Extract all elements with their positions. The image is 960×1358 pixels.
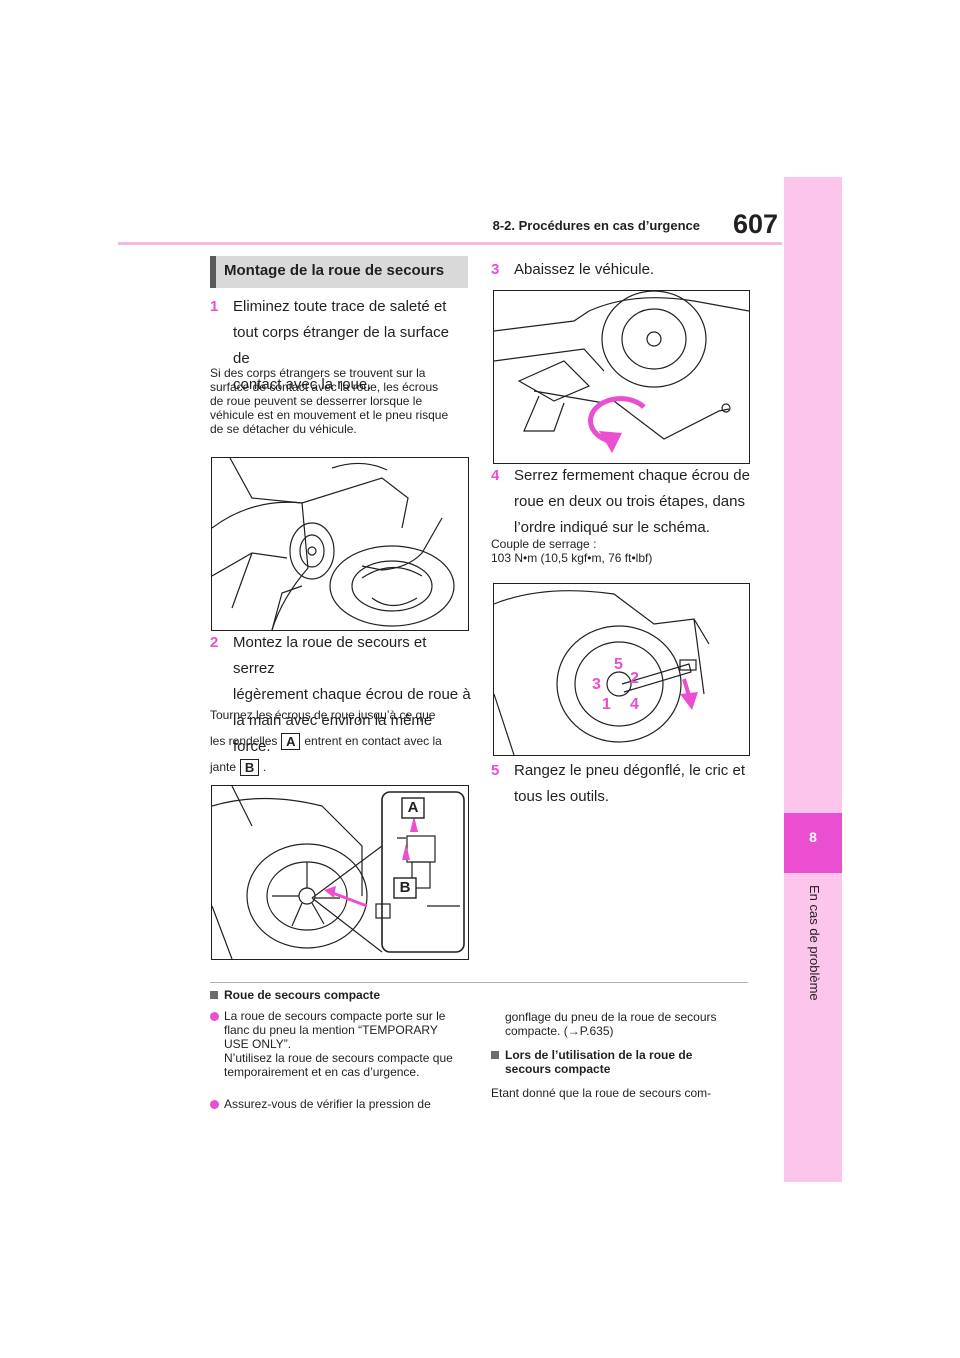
- bullet-line: Assurez-vous de vérifier la pression de: [224, 1097, 431, 1111]
- step-1: 1 Eliminez toute trace de saleté et tout…: [210, 294, 468, 393]
- step-2: 2 Montez la roue de secours et serrez lé…: [210, 630, 472, 755]
- label-b-box: B: [240, 759, 260, 777]
- note-text: entrent en contact avec la: [304, 734, 442, 748]
- notes-divider: [210, 982, 748, 983]
- step-4: 4 Serrez fermement chaque écrou de roue …: [491, 463, 753, 543]
- bullet-text: La roue de secours compacte porte sur le…: [224, 1009, 453, 1079]
- nut-order-label: 2: [630, 670, 639, 687]
- step-line: Montez la roue de secours et serrez: [233, 634, 427, 677]
- note-body-using-spare: Etant donné que la roue de secours com-: [491, 1086, 712, 1100]
- nut-order-label: 4: [630, 696, 639, 713]
- step-line: tout corps étranger de la surface de: [233, 324, 449, 367]
- note-bullet-pressure: Assurez-vous de vérifier la pression de: [210, 1097, 480, 1113]
- note-title-line: Lors de l’utilisation de la roue de: [505, 1048, 693, 1062]
- figure-lower-vehicle: [493, 290, 750, 464]
- note-line: de se détacher du véhicule.: [210, 422, 357, 436]
- step-line: contact avec la roue.: [233, 376, 372, 393]
- note-text: les rondelles: [210, 734, 278, 748]
- note-line: surface de contact avec la roue, les écr…: [210, 380, 439, 394]
- heading-text: Montage de la roue de secours: [224, 262, 445, 279]
- bullet-dot-icon: [210, 1012, 219, 1021]
- torque-value: 103 N•m (10,5 kgf•m, 76 ft•lbf): [491, 551, 653, 565]
- note-line: Tournez les écrous de roue jusqu’à ce qu…: [210, 708, 436, 722]
- step-line: tous les outils.: [514, 788, 610, 805]
- chapter-number: 8: [809, 829, 817, 845]
- square-bullet-icon: [210, 991, 218, 999]
- nut-order-label: 5: [614, 656, 623, 673]
- figure-label-b: B: [399, 879, 411, 896]
- bullet-line: USE ONLY”.: [224, 1037, 292, 1051]
- note-washers: Tournez les écrous de roue jusqu’à ce qu…: [210, 702, 472, 780]
- note-title: Roue de secours compacte: [224, 988, 381, 1002]
- step-3: 3 Abaissez le véhicule.: [491, 257, 751, 283]
- note-text: compacte. (→P.635): [505, 1024, 614, 1038]
- torque-label: Couple de serrage :: [491, 537, 597, 551]
- step-line: roue en deux ou trois étapes, dans: [514, 493, 745, 510]
- note-title: Lors de l’utilisation de la roue de seco…: [505, 1048, 692, 1076]
- step-number: 4: [491, 467, 500, 484]
- chapter-label: En cas de problème: [807, 885, 822, 1001]
- step-line: Serrez fermement chaque écrou de: [514, 467, 750, 484]
- step-5: 5 Rangez le pneu dégonflé, le cric et to…: [491, 758, 753, 812]
- bullet-line: temporairement et en cas d’urgence.: [224, 1065, 420, 1079]
- section-heading: Montage de la roue de secours: [210, 256, 468, 288]
- bullet-line: La roue de secours compacte porte sur le: [224, 1009, 446, 1023]
- note-text: .: [263, 760, 267, 774]
- step-number: 3: [491, 261, 500, 278]
- figure-label-a: A: [407, 799, 419, 816]
- step-line: l’ordre indiqué sur le schéma.: [514, 519, 710, 536]
- note-line: Si des corps étrangers se trouvent sur l…: [210, 366, 426, 380]
- note-foreign-objects: Si des corps étrangers se trouvent sur l…: [210, 366, 472, 436]
- figure-mount-wheel: A B: [211, 785, 469, 960]
- header-divider: [118, 242, 782, 245]
- step-line: Eliminez toute trace de saleté et: [233, 298, 447, 315]
- step-number: 1: [210, 298, 219, 315]
- step-text: Abaissez le véhicule.: [514, 257, 654, 283]
- note-title-using-spare: Lors de l’utilisation de la roue de seco…: [491, 1048, 753, 1078]
- figure-nut-order: 5 2 3 1 4: [493, 583, 750, 756]
- nut-order-label: 3: [592, 676, 601, 693]
- note-title-compact-spare: Roue de secours compacte: [210, 988, 480, 1004]
- label-a-box: A: [281, 733, 301, 751]
- note-line: véhicule est en mouvement et le pneu ris…: [210, 408, 449, 422]
- step-text: Rangez le pneu dégonflé, le cric et tous…: [514, 758, 745, 810]
- step-line: Abaissez le véhicule.: [514, 261, 655, 278]
- step-text: Eliminez toute trace de saleté et tout c…: [233, 294, 468, 398]
- step-line: la main avec environ la même force.: [233, 712, 433, 755]
- step-line: légèrement chaque écrou de roue à: [233, 686, 471, 703]
- step-text: Montez la roue de secours et serrez légè…: [233, 630, 472, 760]
- page-number: 607: [732, 209, 778, 239]
- chapter-tab-marker: [784, 813, 842, 873]
- step-line: Rangez le pneu dégonflé, le cric et: [514, 762, 745, 779]
- bullet-dot-icon: [210, 1100, 219, 1109]
- note-line: gonflage du pneu de la roue de secours: [505, 1010, 717, 1024]
- heading-bar: [210, 256, 216, 288]
- note-line: de roue peuvent se desserrer lorsque le: [210, 394, 423, 408]
- note-text: jante: [210, 760, 237, 774]
- square-bullet-icon: [491, 1051, 499, 1059]
- note-continued: gonflage du pneu de la roue de secours c…: [505, 1010, 755, 1038]
- nut-order-label: 1: [602, 696, 611, 713]
- note-line: compacte. (→P.635): [505, 1024, 755, 1038]
- torque-spec: Couple de serrage : 103 N•m (10,5 kgf•m,…: [491, 537, 753, 565]
- bullet-text: Assurez-vous de vérifier la pression de: [224, 1097, 431, 1111]
- bullet-line: N’utilisez la roue de secours compacte q…: [224, 1051, 453, 1065]
- step-number: 5: [491, 762, 500, 779]
- figure-clean-hub: [211, 457, 469, 631]
- note-title-line: secours compacte: [505, 1062, 611, 1076]
- step-number: 2: [210, 634, 219, 651]
- note-bullet-temporary: La roue de secours compacte porte sur le…: [210, 1009, 480, 1081]
- bullet-line: flanc du pneu la mention “TEMPORARY: [224, 1023, 438, 1037]
- chapter-tab: [784, 177, 842, 1182]
- section-title: 8-2. Procédures en cas d’urgence: [492, 218, 700, 233]
- step-text: Serrez fermement chaque écrou de roue en…: [514, 463, 750, 541]
